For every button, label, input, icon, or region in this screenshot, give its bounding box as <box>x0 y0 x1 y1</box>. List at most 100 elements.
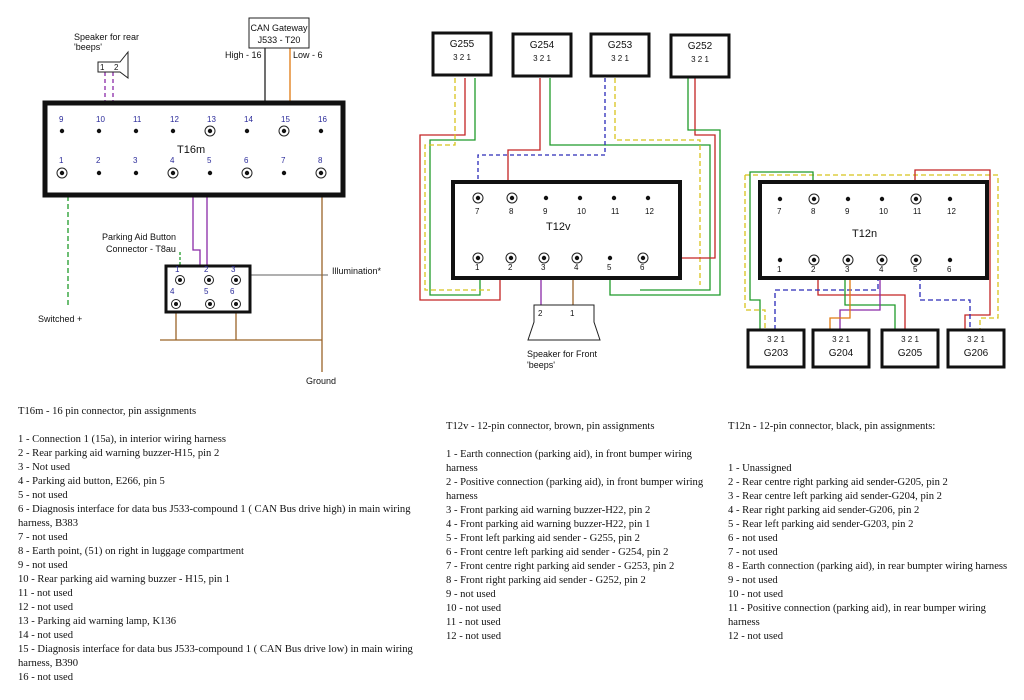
ground-label: Ground <box>306 376 336 386</box>
t8au-pin-label: 5 <box>204 287 209 296</box>
t16m-pin-dot <box>170 170 176 176</box>
t12v-pin-description: 5 - Front left parking aid sender - G255… <box>446 533 640 544</box>
t8au-pin-dot <box>234 278 238 282</box>
sensor-pins: 3 2 1 <box>767 335 785 344</box>
t8au-pin-dot <box>208 302 212 306</box>
sensor-box <box>746 328 806 369</box>
t16m-pin-label: 9 <box>59 115 64 124</box>
t12v-pin-dot <box>611 195 617 201</box>
t16m-pin-dot <box>244 128 250 134</box>
t12n-pin-description: 10 - not used <box>728 589 784 600</box>
t16m-description: T16m - 16 pin connector, pin assignments… <box>18 405 433 685</box>
t12n-name: T12n <box>852 228 877 240</box>
sensor-name: G252 <box>688 41 713 52</box>
t12v-pin-description: 10 - not used <box>446 603 502 614</box>
speaker-front-line2: 'beeps' <box>527 360 555 370</box>
t16m-pin-description: 2 - Rear parking aid warning buzzer-H15,… <box>18 448 220 459</box>
t12v-pin-dot <box>645 195 651 201</box>
wire-g253-b <box>477 78 606 195</box>
t8au-pin-dot <box>178 278 182 282</box>
t16m-pin-dot <box>244 170 250 176</box>
t12v-pin-label: 4 <box>574 263 579 272</box>
t12n-pin-description: 3 - Rear centre left parking aid sender-… <box>728 491 942 502</box>
t12n-pin-description: 7 - not used <box>728 547 778 558</box>
sensor-pins: 3 2 1 <box>453 53 471 62</box>
t12n-heading: T12n - 12-pin connector, black, pin assi… <box>728 421 936 432</box>
t12v-name: T12v <box>546 221 571 233</box>
wire-g252 <box>656 78 716 259</box>
t16m-pin-dot <box>96 170 102 176</box>
t16m-name: T16m <box>177 144 205 156</box>
t12n-pin-label: 8 <box>811 207 816 216</box>
t12n-pin-description: 4 - Rear right parking aid sender-G206, … <box>728 505 920 516</box>
t16m-pin-label: 2 <box>96 156 101 165</box>
t16m-pin-label: 8 <box>318 156 323 165</box>
t12v-pin-label: 3 <box>541 263 546 272</box>
wire-g254 <box>507 78 541 195</box>
t16m-pin-description: 15 - Diagnosis interface for data bus J5… <box>18 644 413 669</box>
speaker-rear-line1: Speaker for rear <box>74 32 139 42</box>
sensor-name: G203 <box>764 348 789 359</box>
t12v-pin-label: 12 <box>645 207 654 216</box>
t12v-pin-description: 6 - Front centre left parking aid sender… <box>446 547 669 558</box>
can-gateway: CAN Gateway J533 - T20 High - 16 Low - 6 <box>225 17 323 60</box>
t12n-pin-label: 3 <box>845 265 850 274</box>
t16m-pin-dot <box>96 128 102 134</box>
t16m-pin-label: 1 <box>59 156 64 165</box>
t16m-pin-dot <box>133 128 139 134</box>
t12v-pin-description: 3 - Front parking aid warning buzzer-H22… <box>446 505 651 516</box>
t8au-pin-dot <box>174 302 178 306</box>
sensor-pins: 3 2 1 <box>533 54 551 63</box>
wire-rear-blue <box>774 260 879 330</box>
t12v-pin-label: 5 <box>607 263 612 272</box>
t12n-description: T12n - 12-pin connector, black, pin assi… <box>728 420 1008 644</box>
sensor-pins: 3 2 1 <box>967 335 985 344</box>
sensor-pins: 3 2 1 <box>901 335 919 344</box>
t8au-pin-label: 1 <box>175 265 180 274</box>
t12n-pin-label: 6 <box>947 265 952 274</box>
speaker-front-line1: Speaker for Front <box>527 349 598 359</box>
wire-front-loom-red <box>419 78 501 301</box>
t16m-pin-description: 7 - not used <box>18 532 68 543</box>
t12n-pin-dot <box>947 196 953 202</box>
t12v-pin-dot <box>574 255 580 261</box>
speaker-rear-icon <box>97 50 129 79</box>
wire-rear-purple <box>839 260 881 330</box>
speaker-front-pin: 1 <box>570 309 575 318</box>
sensor-box <box>431 31 493 77</box>
speaker-rear-line2: 'beeps' <box>74 42 102 52</box>
t12v-pin-dot <box>577 195 583 201</box>
t12n-pin-dot <box>913 196 919 202</box>
t16m-pin-description: 10 - Rear parking aid warning buzzer - H… <box>18 574 231 585</box>
t16m-pin-label: 7 <box>281 156 286 165</box>
t16m-pin-description: 11 - not used <box>18 588 73 599</box>
can-gateway-line2: J533 - T20 <box>258 35 301 45</box>
speaker-rear: Speaker for rear 'beeps' 1 2 <box>74 32 139 79</box>
t12n-pin-dot <box>845 196 851 202</box>
sensor-name: G253 <box>608 40 633 51</box>
t12n-pin-dot <box>879 196 885 202</box>
t12v-pin-description: 8 - Front right parking aid sender - G25… <box>446 575 646 586</box>
t12v-pin-description: 7 - Front centre right parking aid sende… <box>446 561 675 572</box>
t12v-pin-label: 1 <box>475 263 480 272</box>
t12v-pin-dot <box>475 195 481 201</box>
sensor-name: G206 <box>964 348 989 359</box>
wire-g254-b <box>549 78 711 291</box>
speaker-rear-pin: 1 <box>100 63 105 72</box>
t16m-pin-dot <box>281 170 287 176</box>
t8au-pin-label: 6 <box>230 287 235 296</box>
speaker-front-icon <box>527 304 601 341</box>
sensor-box <box>811 328 871 369</box>
t16m-pin-label: 15 <box>281 115 290 124</box>
sensor-name: G254 <box>530 40 555 51</box>
t12n-pin-description: 12 - not used <box>728 631 784 642</box>
t8au-label-line1: Parking Aid Button <box>102 232 176 242</box>
t16m-pin-dot <box>318 128 324 134</box>
t16m-pin-label: 3 <box>133 156 138 165</box>
t12n-pin-description: 1 - Unassigned <box>728 463 792 474</box>
t12v-pin-dot <box>541 255 547 261</box>
t16m-pin-dot <box>318 170 324 176</box>
t12n-pin-dot <box>811 257 817 263</box>
